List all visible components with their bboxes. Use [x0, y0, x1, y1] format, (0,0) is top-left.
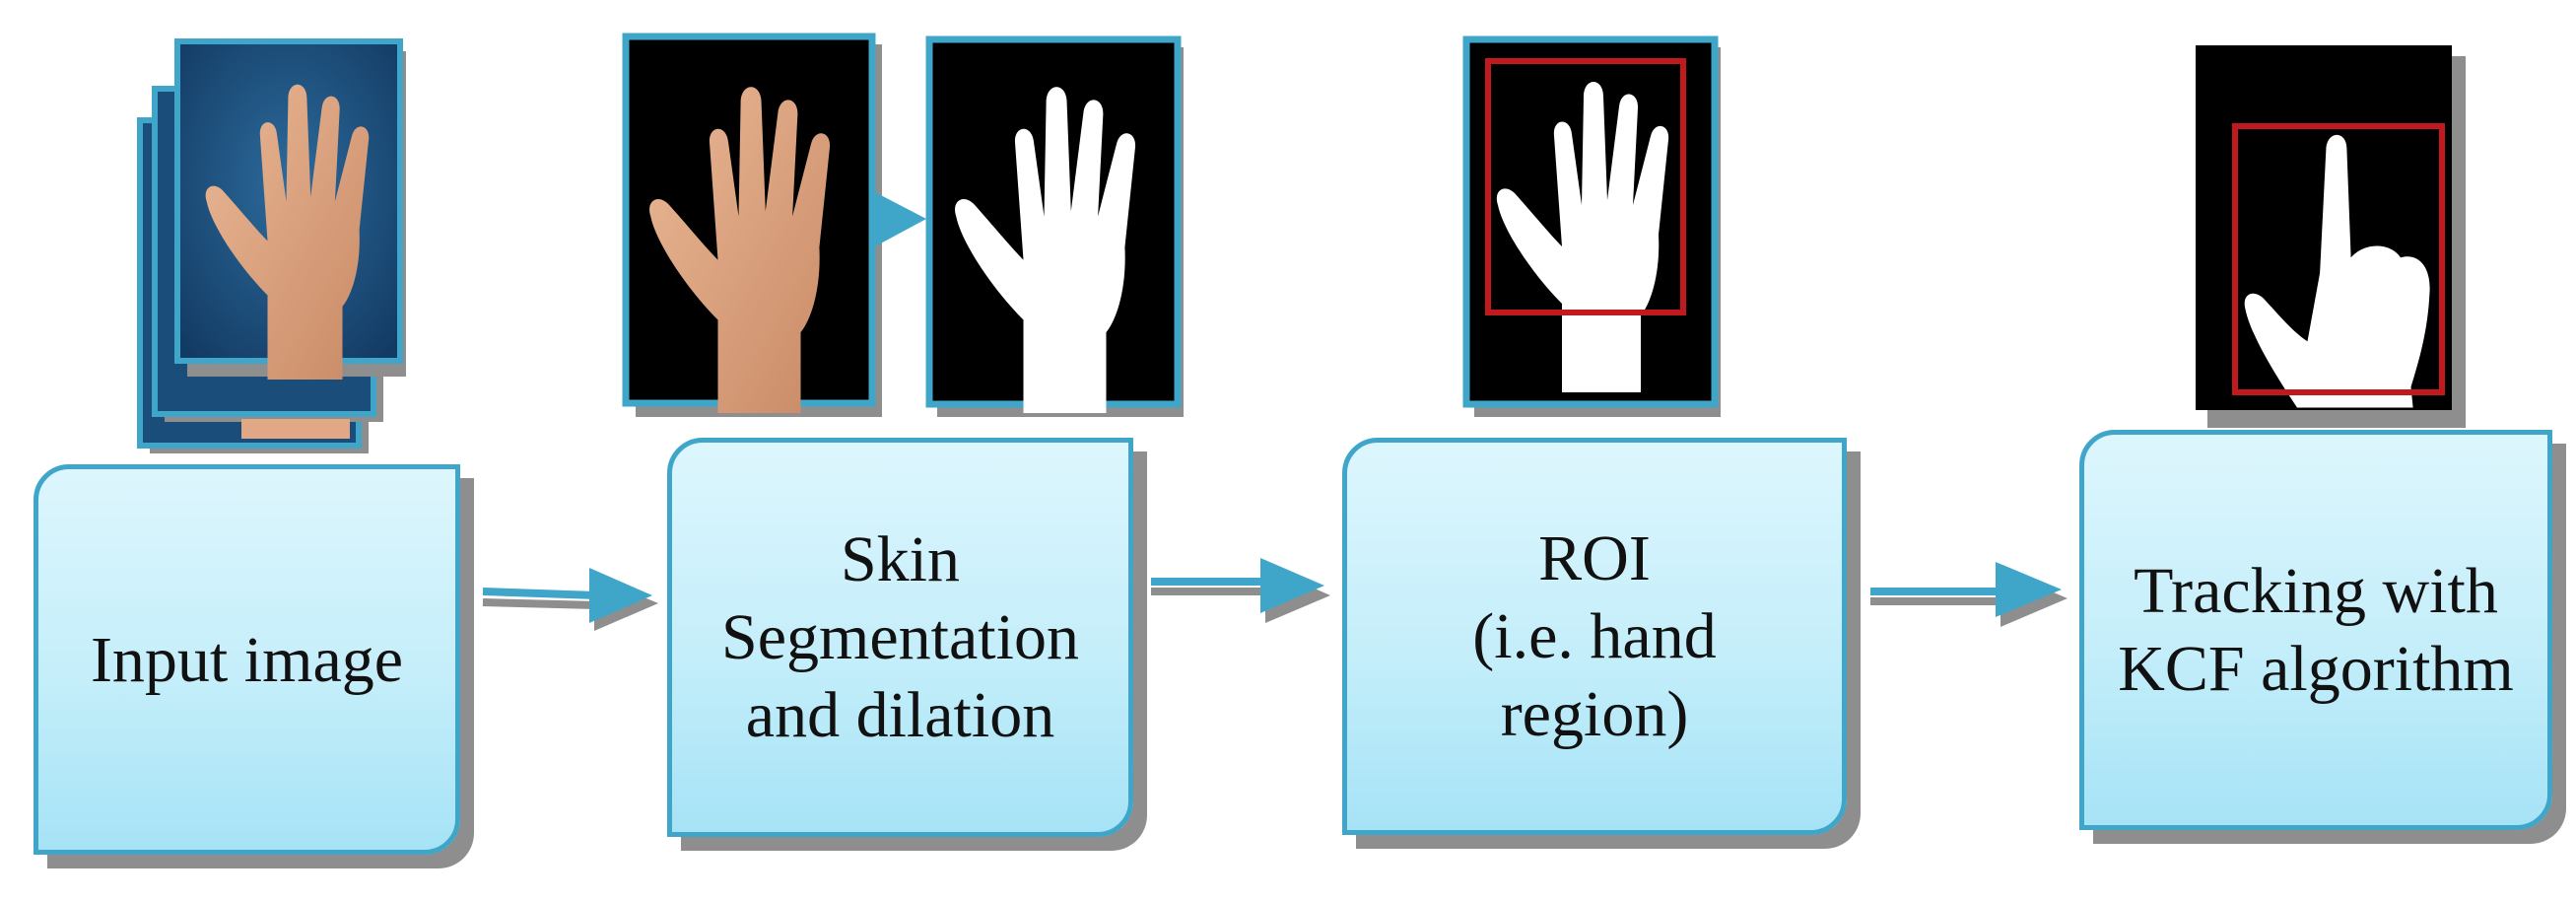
roi-bounding-box [1485, 58, 1686, 315]
step-label: Input image [90, 623, 404, 696]
step-label: Tracking with KCF algorithm [2118, 555, 2514, 705]
binary-mask-image [925, 35, 1184, 417]
step-input-image: Input image [34, 464, 460, 855]
tracking-bounding-box [2232, 123, 2445, 395]
input-frame-stack [137, 38, 406, 453]
step-skin-segmentation: Skin Segmentation and dilation [667, 438, 1133, 837]
step-kcf-tracking: Tracking with KCF algorithm [2079, 430, 2552, 830]
step-label: ROI (i.e. hand region) [1472, 522, 1717, 750]
step-label: Skin Segmentation and dilation [721, 523, 1079, 751]
step-roi: ROI (i.e. hand region) [1342, 438, 1847, 835]
right-arrow-icon [1870, 562, 2068, 627]
right-arrow-icon [1151, 558, 1330, 623]
roi-image [1462, 35, 1721, 417]
right-arrow-icon [482, 568, 658, 631]
small-right-arrow-icon [875, 192, 926, 246]
skin-segmented-image [622, 33, 882, 417]
tracking-image [2196, 45, 2466, 428]
